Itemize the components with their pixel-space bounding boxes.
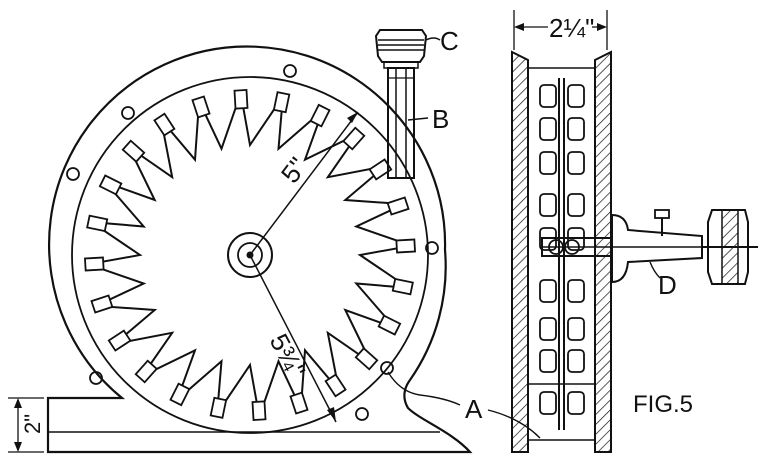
section-bucket [539,391,557,415]
runner-bucket [289,391,309,415]
bolt-hole [380,361,394,375]
section-bucket [539,317,557,341]
section-bucket [567,349,585,373]
runner-bucket [169,382,191,407]
right-wall [594,50,612,453]
runner-bucket [90,294,114,314]
dimension-base: 2" [8,397,45,453]
bolt-hole [355,407,369,421]
label-c: C [440,26,459,56]
runner-bucket [342,126,366,151]
section-bucket [539,193,557,217]
runner-bucket [153,112,176,137]
runner-bucket [251,400,267,421]
flange-bolts [66,64,439,421]
label-a: A [465,394,483,424]
runner-bucket [272,91,291,114]
runner-bucket [395,238,416,254]
dimension-label-inner-radius: 5" [275,152,313,189]
dimension-label-outer-radius: 5¾" [264,329,312,383]
leader-b [407,117,429,121]
section-bucket [567,317,585,341]
figure-label: FIG.5 [633,391,693,418]
section-bucket [567,279,585,303]
section-bucket [539,84,557,108]
bolt-hole [425,241,439,255]
section-bucket [567,193,585,217]
runner-bucket [324,373,347,398]
section-bucket [539,117,557,141]
runner-bucket [233,89,249,110]
runner-bucket [86,214,109,233]
left-wall [511,50,529,453]
shaft-bearing [540,209,758,285]
label-d: D [658,270,677,300]
runner-bucket [354,347,379,371]
section-view: 2¼" D FIG.5 [511,10,758,453]
leader-c [425,37,441,41]
bolt-hole [89,371,103,385]
section-bucket [567,84,585,108]
runner-buckets [84,89,416,421]
section-bucket [567,151,585,175]
label-b: B [432,104,449,134]
bolt-hole [66,167,80,181]
leader-a-left [387,371,461,406]
dimension-label-width: 2¼" [549,13,594,43]
section-bucket [567,391,585,415]
runner-teeth [84,89,416,421]
runner-bucket [391,277,414,296]
side-elevation: 5" 5¾" 2" [8,26,541,454]
runner-bucket [98,174,123,196]
dimension-width: 2¼" [513,10,608,50]
bolt-hole [283,64,297,78]
nozzle-cap [374,29,428,69]
dimension-label-base: 2" [20,414,45,434]
section-bucket [539,279,557,303]
runner-bucket [134,359,158,384]
dimension-inner-radius: 5" [249,111,359,256]
section-bucket [539,151,557,175]
runner-bucket [377,314,402,336]
casing-inner-ring [71,76,429,434]
runner-bucket [309,103,331,128]
bolt-hole [121,106,135,120]
runner-bucket [386,196,410,216]
runner-bucket [209,396,228,419]
runner-bucket [84,256,105,272]
runner-bucket [191,95,211,119]
section-bucket [539,349,557,373]
section-bucket [567,117,585,141]
runner-bucket [107,329,132,352]
runner-bucket [121,139,146,163]
